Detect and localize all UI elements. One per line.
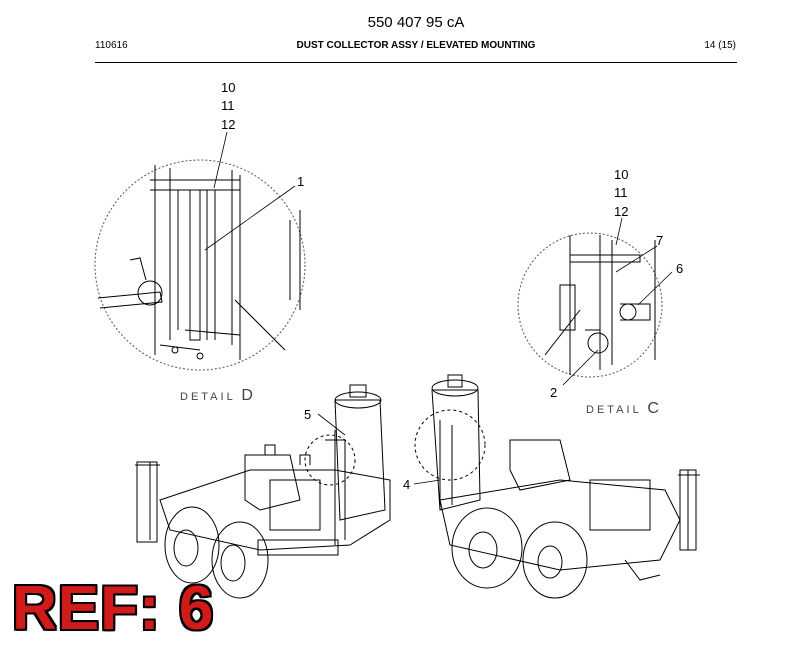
callout-d-12: 12 [221, 117, 235, 132]
detail-c-prefix: DETAIL [586, 404, 642, 416]
leader-lines [204, 131, 673, 485]
detail-d-prefix: DETAIL [180, 391, 236, 403]
callout-c-7: 7 [656, 233, 663, 248]
machine-left-view [135, 384, 391, 599]
detail-c-label: DETAIL C [586, 400, 659, 418]
callout-numbers: 10 11 12 1 10 11 12 7 6 2 5 4 [221, 80, 683, 492]
callout-c-12: 12 [614, 204, 628, 219]
callout-d-11: 11 [221, 98, 235, 113]
detail-c-letter: C [647, 400, 659, 417]
callout-c-10: 10 [614, 167, 628, 182]
callout-5: 5 [304, 407, 311, 422]
detail-d-view [94, 159, 306, 371]
document-title: DUST COLLECTOR ASSY / ELEVATED MOUNTING [296, 40, 536, 51]
reference-label: REF: 6 [12, 574, 215, 643]
callout-c-11: 11 [614, 185, 628, 200]
detail-c-view [517, 232, 663, 378]
callout-c-2: 2 [550, 385, 557, 400]
callout-c-6: 6 [676, 261, 683, 276]
document-code: 110616 [95, 40, 128, 51]
detail-d-letter: D [241, 387, 253, 404]
page-number: 14 (15) [704, 40, 736, 51]
callout-4: 4 [403, 477, 410, 492]
callout-d-1: 1 [297, 174, 304, 189]
document-number: 550 407 95 cA [367, 14, 465, 31]
callout-d-10: 10 [221, 80, 235, 95]
detail-d-label: DETAIL D [180, 387, 253, 405]
machine-right-view [414, 374, 700, 599]
header-rule [95, 62, 737, 63]
